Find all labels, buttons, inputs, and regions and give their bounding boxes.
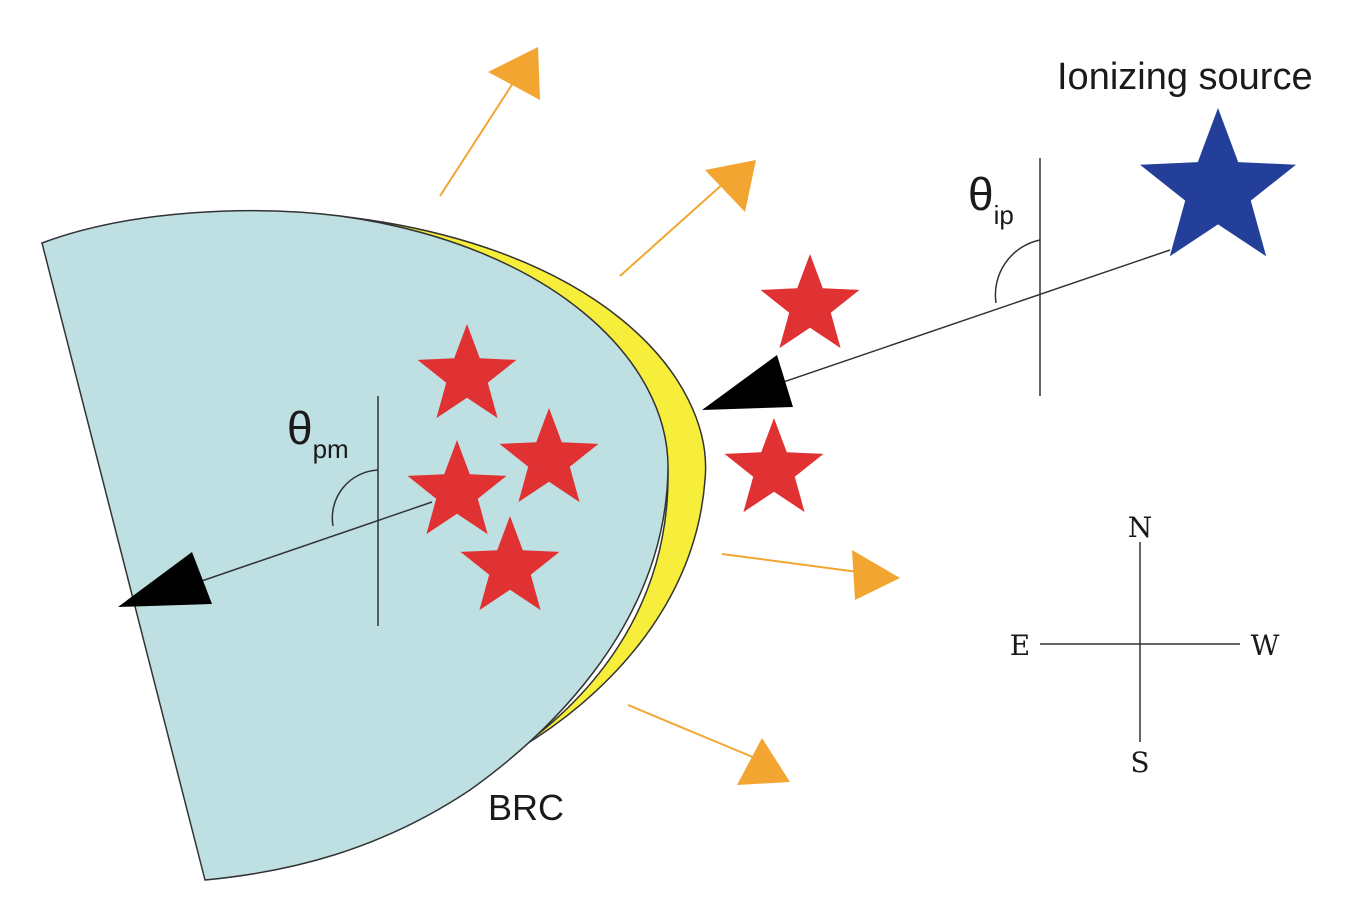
theta-pm-label: θpm: [287, 402, 349, 464]
outflow-head-2: [705, 160, 756, 212]
embedded-star-4: [460, 516, 560, 611]
theta-pm-symbol: θ: [287, 402, 313, 454]
outflow-arrows: [439, 47, 900, 785]
theta-ip-subscript: ip: [994, 200, 1014, 230]
embedded-star-3: [407, 440, 507, 535]
source-direction-line: [759, 249, 1171, 391]
source-arrowhead: [702, 355, 793, 410]
proper-motion-line: [189, 501, 433, 586]
theta-ip-symbol: θ: [968, 168, 994, 220]
embedded-star-1: [417, 324, 517, 419]
external-star-2: [724, 418, 824, 513]
stars-layer: [407, 108, 1296, 611]
theta-ip-label: θip: [968, 168, 1014, 230]
ionizing-source-star: [1140, 108, 1296, 257]
compass-north-label: N: [1128, 511, 1153, 544]
embedded-star-2: [499, 408, 599, 503]
ionizing-source-label: Ionizing source: [1057, 56, 1313, 98]
compass-south-label: S: [1130, 746, 1149, 779]
outflow-head-3: [852, 550, 900, 600]
external-star-1: [760, 254, 860, 349]
compass-east-label: E: [1010, 629, 1030, 662]
brc-label: BRC: [488, 787, 564, 828]
outflow-line-1: [439, 79, 516, 197]
proper-motion-arrowhead: [118, 552, 212, 607]
outflow-line-3: [721, 553, 859, 573]
theta-pm-subscript: pm: [313, 434, 349, 464]
outflow-line-2: [619, 181, 726, 277]
outflow-head-4: [737, 738, 790, 785]
theta-pm-arc: [331, 469, 379, 527]
brc-cloud: [41, 210, 669, 881]
compass-rose: N S E W: [1010, 511, 1280, 779]
theta-ip-arc: [994, 239, 1041, 304]
outflow-head-1: [488, 47, 540, 100]
outflow-line-4: [627, 704, 756, 759]
compass-west-label: W: [1251, 629, 1280, 662]
